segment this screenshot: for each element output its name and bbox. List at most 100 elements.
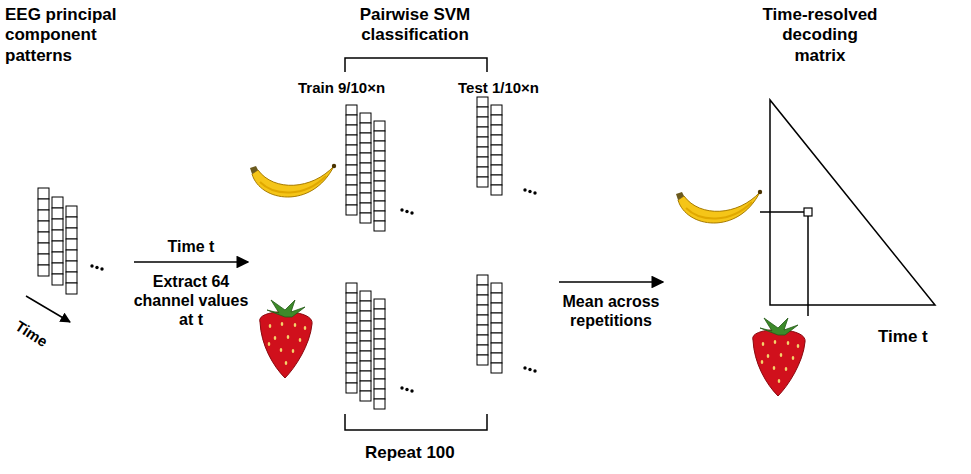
channel-cell <box>360 203 371 213</box>
channel-cell <box>374 221 385 231</box>
channel-cell <box>346 185 357 195</box>
channel-cell <box>346 205 357 215</box>
channel-cell <box>374 389 385 399</box>
channel-cell <box>477 117 488 127</box>
ellipsis-dot <box>400 208 403 211</box>
ellipsis-dot <box>410 211 413 214</box>
arrow-label: Mean across repetitions <box>557 292 665 330</box>
channel-cell <box>360 173 371 183</box>
row-leader-line <box>760 211 804 213</box>
channel-cell <box>491 125 502 135</box>
axis-label: Time <box>12 317 51 351</box>
channel-cell <box>66 239 77 250</box>
ellipsis-dot <box>528 190 531 193</box>
channel-cell <box>66 228 77 239</box>
arrow-caption: Extract 64 channel values at t <box>124 272 258 330</box>
bottom-bracket <box>345 414 487 430</box>
decoding-matrix-triangle <box>770 100 935 305</box>
channel-cell <box>66 261 77 272</box>
channel-cell <box>346 283 357 293</box>
channel-cell <box>52 197 63 208</box>
channel-cell <box>374 171 385 181</box>
channel-cell <box>346 293 357 303</box>
ellipsis-dot <box>90 264 93 267</box>
ellipsis-dot <box>528 368 531 371</box>
channel-cell <box>38 243 49 254</box>
channel-cell <box>66 206 77 217</box>
channel-cell <box>491 293 502 303</box>
channel-cell <box>374 201 385 211</box>
channel-cell <box>346 155 357 165</box>
channel-cell <box>477 127 488 137</box>
ellipsis-dot <box>533 191 536 194</box>
arrow-label: Time t <box>144 237 238 256</box>
channel-cell <box>491 353 502 363</box>
channel-cell <box>360 321 371 331</box>
channel-cell <box>477 335 488 345</box>
banana-image <box>676 190 762 223</box>
channel-cell <box>38 188 49 199</box>
channel-cell <box>374 379 385 389</box>
channel-cell <box>491 363 502 373</box>
channel-cell <box>360 133 371 143</box>
channel-cell <box>360 301 371 311</box>
channel-cell <box>374 399 385 409</box>
channel-cell <box>491 283 502 293</box>
channel-cell <box>477 285 488 295</box>
channel-cell <box>360 153 371 163</box>
channel-cell <box>374 299 385 309</box>
channel-cell <box>477 345 488 355</box>
channel-cell <box>360 311 371 321</box>
channel-cell <box>360 391 371 401</box>
channel-cell <box>374 329 385 339</box>
channel-cell <box>346 195 357 205</box>
ellipsis-dot <box>100 267 103 270</box>
channel-cell <box>346 165 357 175</box>
channel-cell <box>360 371 371 381</box>
channel-cell <box>477 147 488 157</box>
channel-cell <box>491 343 502 353</box>
channel-cell <box>477 167 488 177</box>
channel-cell <box>477 177 488 187</box>
channel-cell <box>491 185 502 195</box>
channel-cell <box>477 107 488 117</box>
channel-cell <box>374 151 385 161</box>
channel-cell <box>374 181 385 191</box>
channel-cell <box>374 369 385 379</box>
channel-cell <box>52 230 63 241</box>
channel-cell <box>374 319 385 329</box>
channel-cell <box>374 211 385 221</box>
channel-cell <box>374 349 385 359</box>
channel-cell <box>52 219 63 230</box>
channel-cell <box>346 115 357 125</box>
ellipsis-dot <box>405 388 408 391</box>
matrix-cell <box>804 208 812 216</box>
channel-cell <box>346 313 357 323</box>
channel-cell <box>477 305 488 315</box>
channel-cell <box>66 250 77 261</box>
column-leader-line <box>807 216 809 316</box>
channel-cell <box>66 272 77 283</box>
channel-cell <box>477 355 488 365</box>
channel-cell <box>38 254 49 265</box>
channel-cell <box>52 252 63 263</box>
illustration-panel: Pairwise SVM classificationTrain 9/10×nT… <box>250 5 557 472</box>
flow-arrow <box>559 281 663 283</box>
channel-cell <box>491 303 502 313</box>
ellipsis-dot <box>523 188 526 191</box>
channel-cell <box>491 165 502 175</box>
channel-cell <box>491 135 502 145</box>
channel-cell <box>52 274 63 285</box>
banana-image <box>250 164 336 197</box>
ellipsis-dot <box>410 389 413 392</box>
channel-cell <box>360 291 371 301</box>
axis-label: Time t <box>878 327 928 347</box>
channel-cell <box>374 141 385 151</box>
channel-cell <box>491 313 502 323</box>
channel-cell <box>360 381 371 391</box>
section-heading: EEG principal component patterns <box>5 5 130 66</box>
channel-cell <box>477 275 488 285</box>
time-axis-arrow <box>26 296 70 322</box>
flow-arrow <box>134 261 248 263</box>
